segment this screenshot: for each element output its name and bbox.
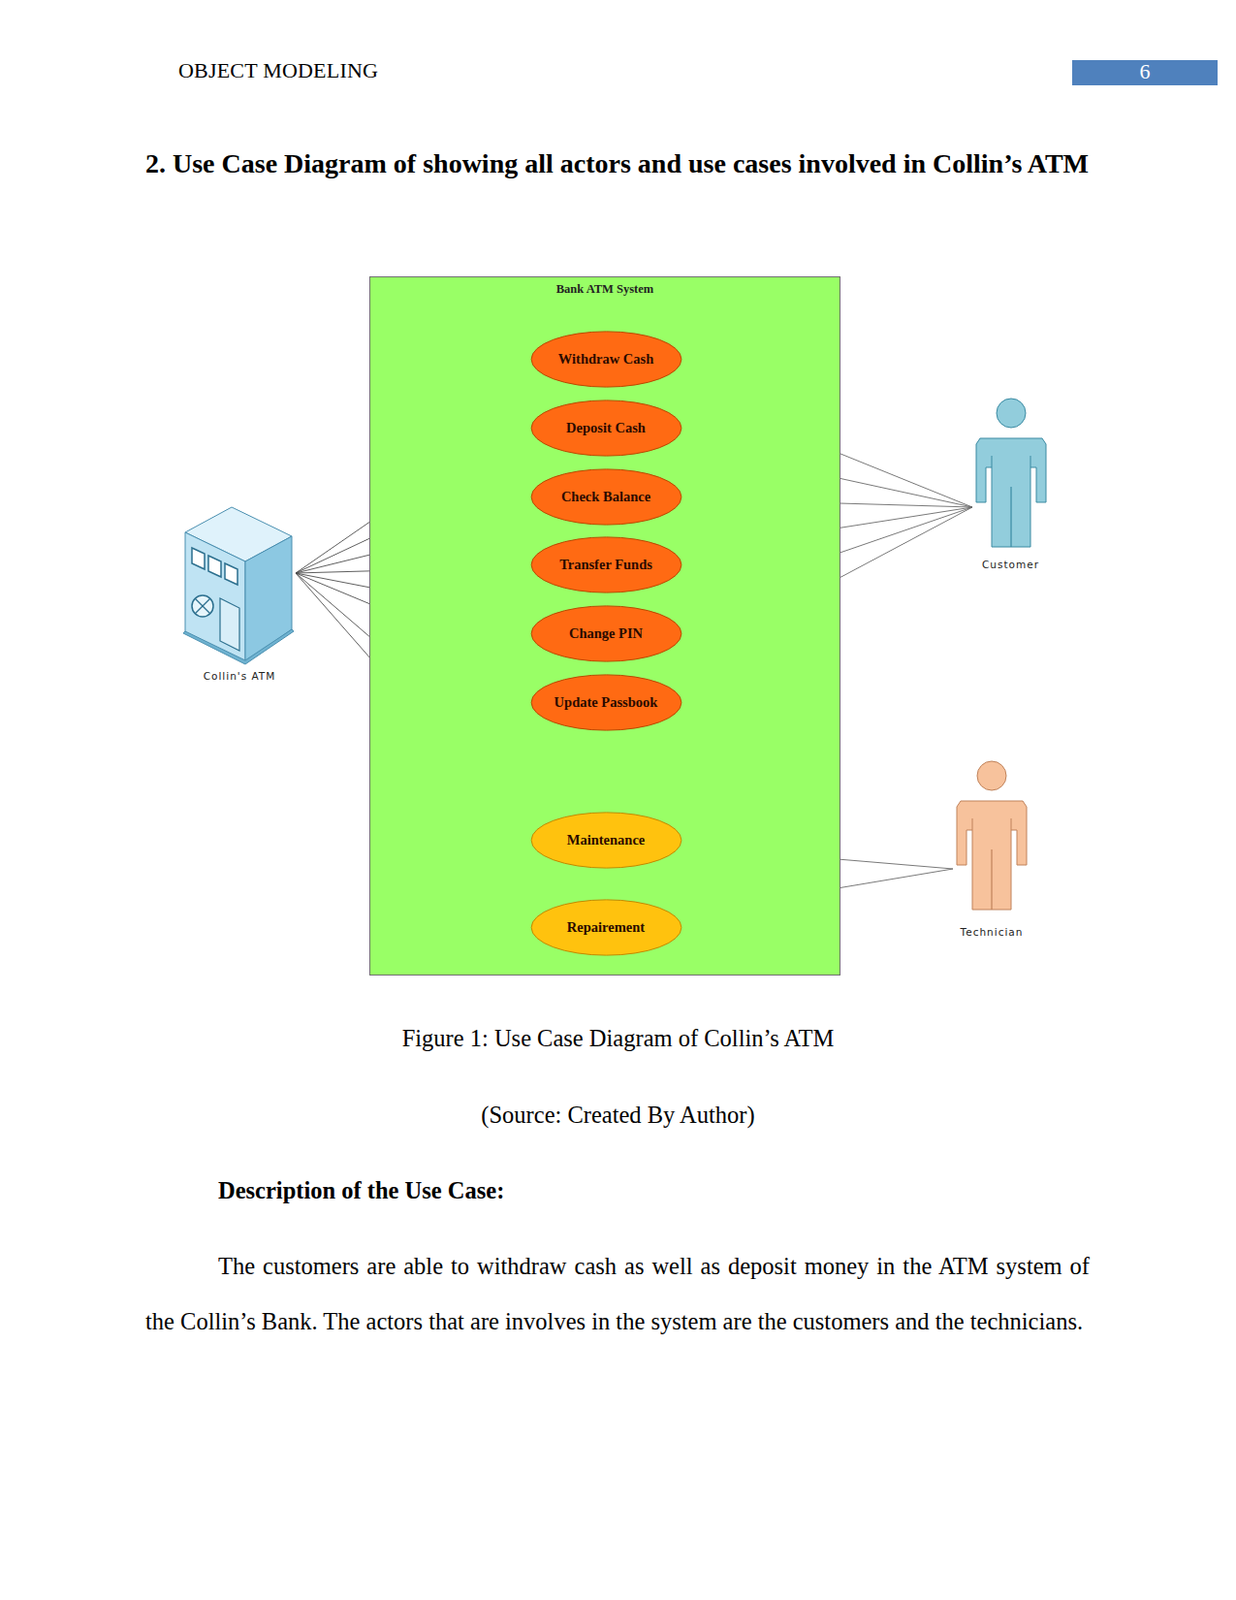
use-case-ellipse: Change PIN bbox=[530, 604, 683, 663]
actor-body bbox=[976, 438, 1046, 547]
use-case-label: Repairement bbox=[567, 919, 645, 936]
actor-figure bbox=[952, 760, 1031, 912]
person-actor: Customer bbox=[972, 397, 1049, 574]
actor-leg-split bbox=[990, 849, 992, 910]
actor-arm-line bbox=[972, 818, 974, 830]
actor-body bbox=[956, 800, 1027, 910]
page-number: 6 bbox=[1072, 59, 1218, 85]
use-case-label: Deposit Cash bbox=[566, 419, 646, 437]
actor-arm-line bbox=[991, 455, 993, 468]
atm-door bbox=[220, 598, 240, 651]
ellipse-shape bbox=[531, 399, 682, 455]
person-actor: Technician bbox=[952, 760, 1031, 945]
use-case-ellipse: Deposit Cash bbox=[530, 399, 683, 457]
actor-figure bbox=[972, 397, 1050, 549]
use-case-label: Maintenance bbox=[567, 831, 646, 849]
source-note: (Source: Created By Author) bbox=[0, 1099, 1236, 1131]
use-case-ellipse: Check Balance bbox=[530, 468, 683, 526]
atm-wheel-spoke bbox=[194, 598, 211, 614]
atm-window bbox=[224, 563, 238, 585]
atm-window bbox=[208, 555, 222, 577]
ellipse-shape bbox=[531, 330, 682, 386]
atm-wheel-spoke bbox=[194, 598, 211, 614]
actor-leg-split bbox=[1010, 486, 1012, 547]
subheading: Description of the Use Case: bbox=[218, 1174, 505, 1206]
ellipse-shape bbox=[531, 468, 682, 524]
ellipse-shape bbox=[531, 673, 682, 729]
ellipse-shape bbox=[531, 536, 682, 592]
use-case-ellipse: Repairement bbox=[530, 898, 683, 956]
atm-front bbox=[185, 532, 246, 663]
use-case-ellipse: Withdraw Cash bbox=[530, 330, 683, 388]
actor-head bbox=[977, 760, 1007, 791]
use-case-ellipse: Transfer Funds bbox=[530, 536, 683, 594]
atm-base bbox=[183, 629, 294, 665]
use-case-label: Transfer Funds bbox=[559, 556, 653, 573]
use-case-label: Change PIN bbox=[569, 625, 643, 642]
use-case-ellipse: Update Passbook bbox=[530, 673, 683, 731]
atm-side bbox=[245, 536, 292, 663]
actor-label: Technician bbox=[960, 925, 1024, 938]
body-paragraph: The customers are able to withdraw cash … bbox=[145, 1237, 1090, 1349]
actor-label: Collin's ATM bbox=[203, 669, 277, 682]
use-case-label: Update Passbook bbox=[554, 694, 659, 711]
actor-head bbox=[996, 398, 1026, 428]
section-heading: 2. Use Case Diagram of showing all actor… bbox=[145, 130, 1090, 196]
running-header: OBJECT MODELING bbox=[178, 58, 379, 84]
ellipse-shape bbox=[531, 604, 682, 661]
use-case-ellipse: Maintenance bbox=[530, 811, 683, 869]
use-case-label: Check Balance bbox=[561, 488, 651, 506]
ellipse-shape bbox=[531, 811, 682, 867]
ellipse-shape bbox=[531, 898, 682, 954]
actor-arm-line bbox=[1030, 455, 1032, 468]
use-case-label: Withdraw Cash bbox=[558, 350, 654, 368]
figure-caption: Figure 1: Use Case Diagram of Collin’s A… bbox=[0, 1022, 1236, 1054]
atm-window bbox=[191, 547, 205, 570]
atm-wheel bbox=[191, 595, 214, 617]
atm-icon bbox=[183, 505, 296, 666]
atm-actor: Collin's ATM bbox=[183, 505, 296, 690]
system-boundary: Bank ATM SystemWithdraw CashDeposit Cash… bbox=[369, 276, 841, 976]
system-title: Bank ATM System bbox=[370, 282, 840, 297]
actor-label: Customer bbox=[982, 558, 1040, 571]
actor-arm-line bbox=[1011, 818, 1013, 830]
